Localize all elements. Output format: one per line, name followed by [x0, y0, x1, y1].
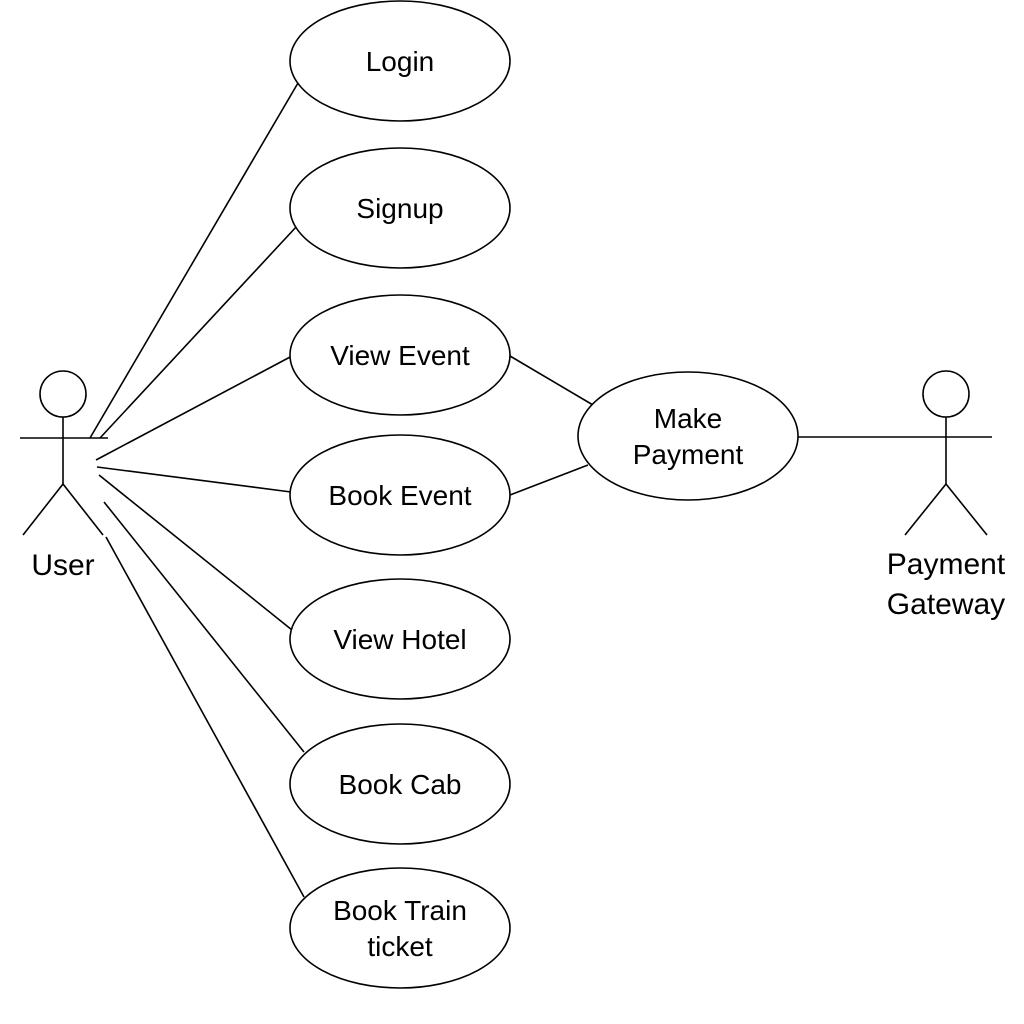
use-case-book-train-ticket: Book Train ticket: [289, 867, 511, 989]
use-case-login: Login: [289, 0, 511, 122]
use-case-label: Login: [366, 46, 435, 77]
use-case-ellipse: [289, 867, 511, 989]
use-case-view-event: View Event: [289, 294, 511, 416]
use-case-label: View Hotel: [333, 624, 466, 655]
use-case-label: View Event: [330, 340, 470, 371]
associations: [89, 82, 900, 898]
association-user-view-hotel: [98, 474, 293, 631]
actor-head: [922, 370, 970, 418]
association-user-book-event: [96, 466, 292, 493]
use-case-ellipse: [289, 147, 511, 269]
association-user-book-cab: [103, 501, 305, 753]
association-user-signup: [99, 225, 298, 439]
actor-left-leg: [904, 483, 947, 536]
actor-head: [39, 370, 87, 418]
actor-left-leg: [22, 483, 64, 536]
use-case-signup: Signup: [289, 147, 511, 269]
association-user-login: [89, 82, 299, 439]
actor-label: User: [31, 549, 94, 582]
use-case-ellipse: [289, 434, 511, 556]
use-case-ellipse: [289, 578, 511, 700]
use-case-ellipse: [289, 294, 511, 416]
actor-label: Payment: [887, 548, 1006, 581]
actor-label: Gateway: [887, 588, 1005, 621]
use-case-label: Payment: [633, 439, 744, 470]
use-case-label: Book Cab: [339, 769, 462, 800]
actor-right-leg: [62, 483, 104, 536]
use-case-label: Book Event: [328, 480, 471, 511]
association-user-book-train-ticket: [105, 536, 305, 898]
association-view-event-make-payment: [509, 355, 594, 406]
use-case-label: Signup: [356, 193, 443, 224]
association-user-view-event: [95, 355, 293, 461]
actor-user: User: [20, 370, 108, 582]
use-case-label: ticket: [367, 931, 433, 962]
use-case-label: Make: [654, 403, 722, 434]
association-book-event-make-payment: [509, 464, 589, 496]
use-case-book-cab: Book Cab: [289, 723, 511, 845]
use-case-ellipse: [289, 0, 511, 122]
use-case-view-hotel: View Hotel: [289, 578, 511, 700]
use-case-ellipse: [289, 723, 511, 845]
use-case-label: Book Train: [333, 895, 467, 926]
use-case-ellipse: [577, 371, 799, 501]
use-case-book-event: Book Event: [289, 434, 511, 556]
actor-right-leg: [945, 483, 988, 536]
